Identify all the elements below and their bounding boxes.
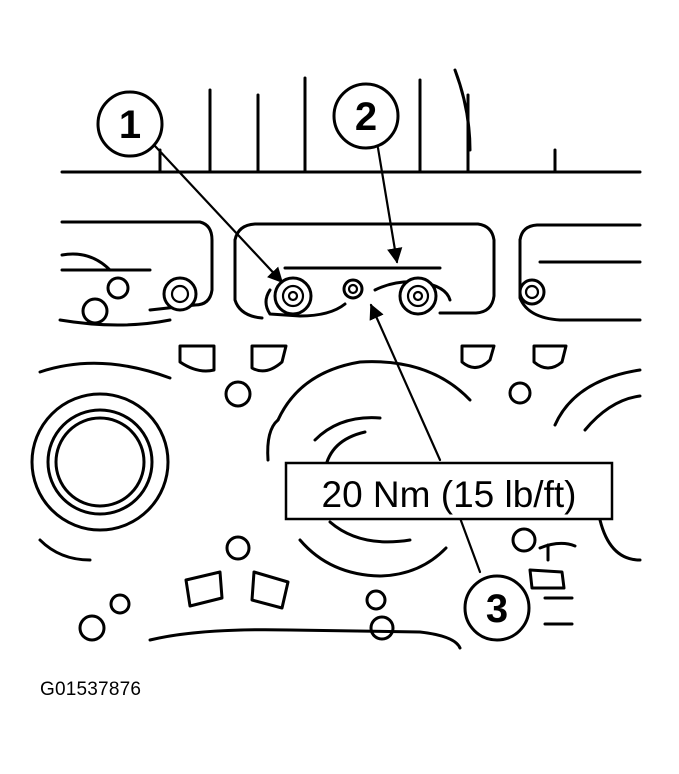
- bolt-left-flange: [162, 276, 198, 312]
- cylinder-head-flange: [58, 220, 642, 327]
- guide-pin-item-3: [342, 278, 364, 300]
- lower-flange: [148, 541, 577, 650]
- bolt-far-right: [518, 278, 546, 306]
- cylinder-bore-right: [546, 368, 642, 562]
- cylinder-bore-center: [266, 360, 472, 578]
- cylinder-bore-left: [30, 361, 172, 562]
- callout-2: 2: [332, 82, 400, 150]
- passages: [78, 344, 568, 642]
- callout-3: 3: [463, 574, 531, 642]
- leader-3-lower: [458, 516, 482, 574]
- torque-spec-box: 20 Nm (15 lb/ft): [284, 461, 614, 521]
- leader-3: [369, 303, 442, 462]
- callout-2-label: 2: [355, 95, 377, 139]
- leader-2: [376, 146, 403, 264]
- callout-1-label: 1: [119, 103, 141, 147]
- figure-id: G01537876: [40, 679, 142, 700]
- bolt-item-1: [273, 276, 313, 316]
- torque-spec-label: 20 Nm (15 lb/ft): [322, 474, 577, 515]
- callout-1: 1: [96, 90, 164, 158]
- callout-3-label: 3: [486, 587, 508, 631]
- bolt-right: [398, 276, 438, 316]
- upper-casting: [60, 68, 642, 174]
- leader-lines: [153, 144, 482, 574]
- dowel-left: [81, 276, 130, 325]
- leader-1: [153, 144, 284, 284]
